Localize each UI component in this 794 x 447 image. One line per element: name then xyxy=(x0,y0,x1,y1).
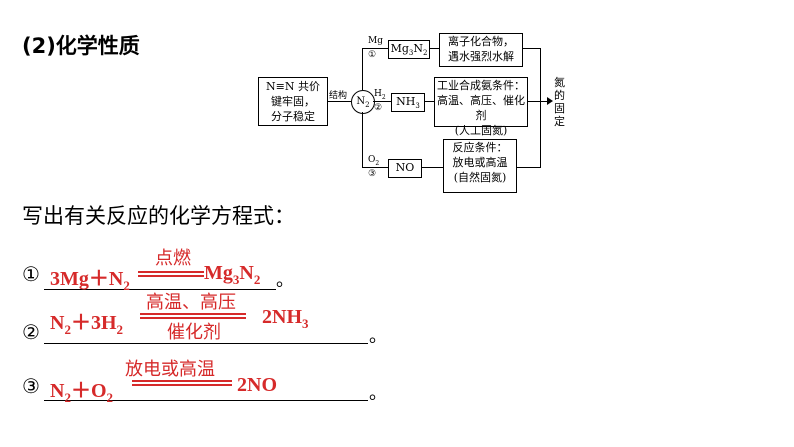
left-box: N≡N 共价 键牢固， 分子稳定 xyxy=(258,77,328,126)
n2-symbol: N xyxy=(356,96,366,107)
bracket-top xyxy=(522,48,540,49)
prompt-text: 写出有关反应的化学方程式： xyxy=(22,204,295,228)
equation-2-lhs: N2＋3H2 xyxy=(50,312,124,337)
side-label: 氮的固定 xyxy=(554,76,565,128)
branch-3-product: NO xyxy=(388,159,422,178)
equation-3-condition: 放电或高温 xyxy=(125,359,215,380)
branch-3-note-line-2: 放电或高温 xyxy=(452,156,508,169)
equation-1-rhs: Mg3N2 xyxy=(204,262,261,287)
branch-1-note: 离子化合物， 遇水强烈水解 xyxy=(439,33,523,67)
equation-1-number: ① xyxy=(22,262,40,286)
branch-3-reagent: O2 xyxy=(368,155,380,167)
equation-3-equals xyxy=(132,380,232,386)
branch-2-line xyxy=(373,101,391,102)
branch-2-note-line-1: 工业合成氨条件： xyxy=(437,79,525,92)
equation-2-blank-line xyxy=(44,343,368,344)
branch-3-note-line-3: (自然固氮) xyxy=(453,171,507,184)
branch-2-note: 工业合成氨条件： 高温、高压、催化剂 (人工固氮) xyxy=(434,77,528,137)
vertical-branch-line-lower xyxy=(362,112,363,167)
branch-2-num: ② xyxy=(374,103,383,113)
structure-label: 结构 xyxy=(329,91,348,101)
equation-2-number: ② xyxy=(22,320,40,344)
equation-3-rhs: 2NO xyxy=(237,374,277,396)
equation-1-condition: 点燃 xyxy=(155,248,191,269)
branch-1-line xyxy=(362,48,388,49)
n2-sub: 2 xyxy=(365,101,370,109)
vertical-branch-line xyxy=(362,48,363,90)
equation-3-number: ③ xyxy=(22,374,40,398)
equation-2-condition-top: 高温、高压 xyxy=(146,292,236,313)
branch-2-line-b xyxy=(424,101,434,102)
connector-left xyxy=(327,101,351,102)
left-box-line-3: 分子稳定 xyxy=(271,110,315,123)
branch-1-reagent: Mg xyxy=(368,36,383,46)
bracket-vertical xyxy=(540,48,541,168)
equation-2-end: 。 xyxy=(369,326,387,347)
equation-3-end: 。 xyxy=(369,383,387,404)
arrow-head-icon xyxy=(547,97,553,105)
equation-1-blank-line xyxy=(44,289,276,290)
branch-1-product: Mg3N2 xyxy=(388,40,430,59)
branch-3-line-b xyxy=(421,167,443,168)
branch-2-product: NH3 xyxy=(391,93,425,112)
bracket-bottom xyxy=(516,167,540,168)
branch-2-reagent: H2 xyxy=(374,89,386,101)
section-title: (2)化学性质 xyxy=(22,34,140,58)
branch-2-note-line-2: 高温、高压、催化剂 xyxy=(437,94,525,122)
equation-2-condition-bottom: 催化剂 xyxy=(167,322,221,343)
bracket-arrow-line xyxy=(527,101,540,102)
left-box-line-2: 键牢固， xyxy=(271,95,315,108)
arrow-to-label xyxy=(541,101,549,102)
equation-3-blank-line xyxy=(44,400,368,401)
equation-1-equals xyxy=(138,271,204,277)
branch-3-num: ③ xyxy=(368,169,377,179)
branch-1-line-b xyxy=(429,48,439,49)
branch-3-note: 反应条件： 放电或高温 (自然固氮) xyxy=(443,139,517,193)
equation-3-lhs: N2＋O2 xyxy=(50,380,114,405)
branch-3-line xyxy=(362,167,388,168)
branch-2-note-line-3: (人工固氮) xyxy=(454,124,508,137)
equation-1-lhs: 3Mg＋N2 xyxy=(50,268,130,293)
left-box-line-1: N≡N 共价 xyxy=(266,80,320,93)
equation-1-end: 。 xyxy=(276,270,294,291)
branch-3-note-line-1: 反应条件： xyxy=(452,141,508,154)
equation-2-equals xyxy=(140,313,246,319)
branch-1-num: ① xyxy=(368,50,377,60)
n2-circle: N2 xyxy=(351,90,375,114)
branch-1-note-line-2: 遇水强烈水解 xyxy=(448,50,514,63)
equation-2-rhs: 2NH3 xyxy=(262,306,309,331)
branch-1-note-line-1: 离子化合物， xyxy=(448,35,514,48)
